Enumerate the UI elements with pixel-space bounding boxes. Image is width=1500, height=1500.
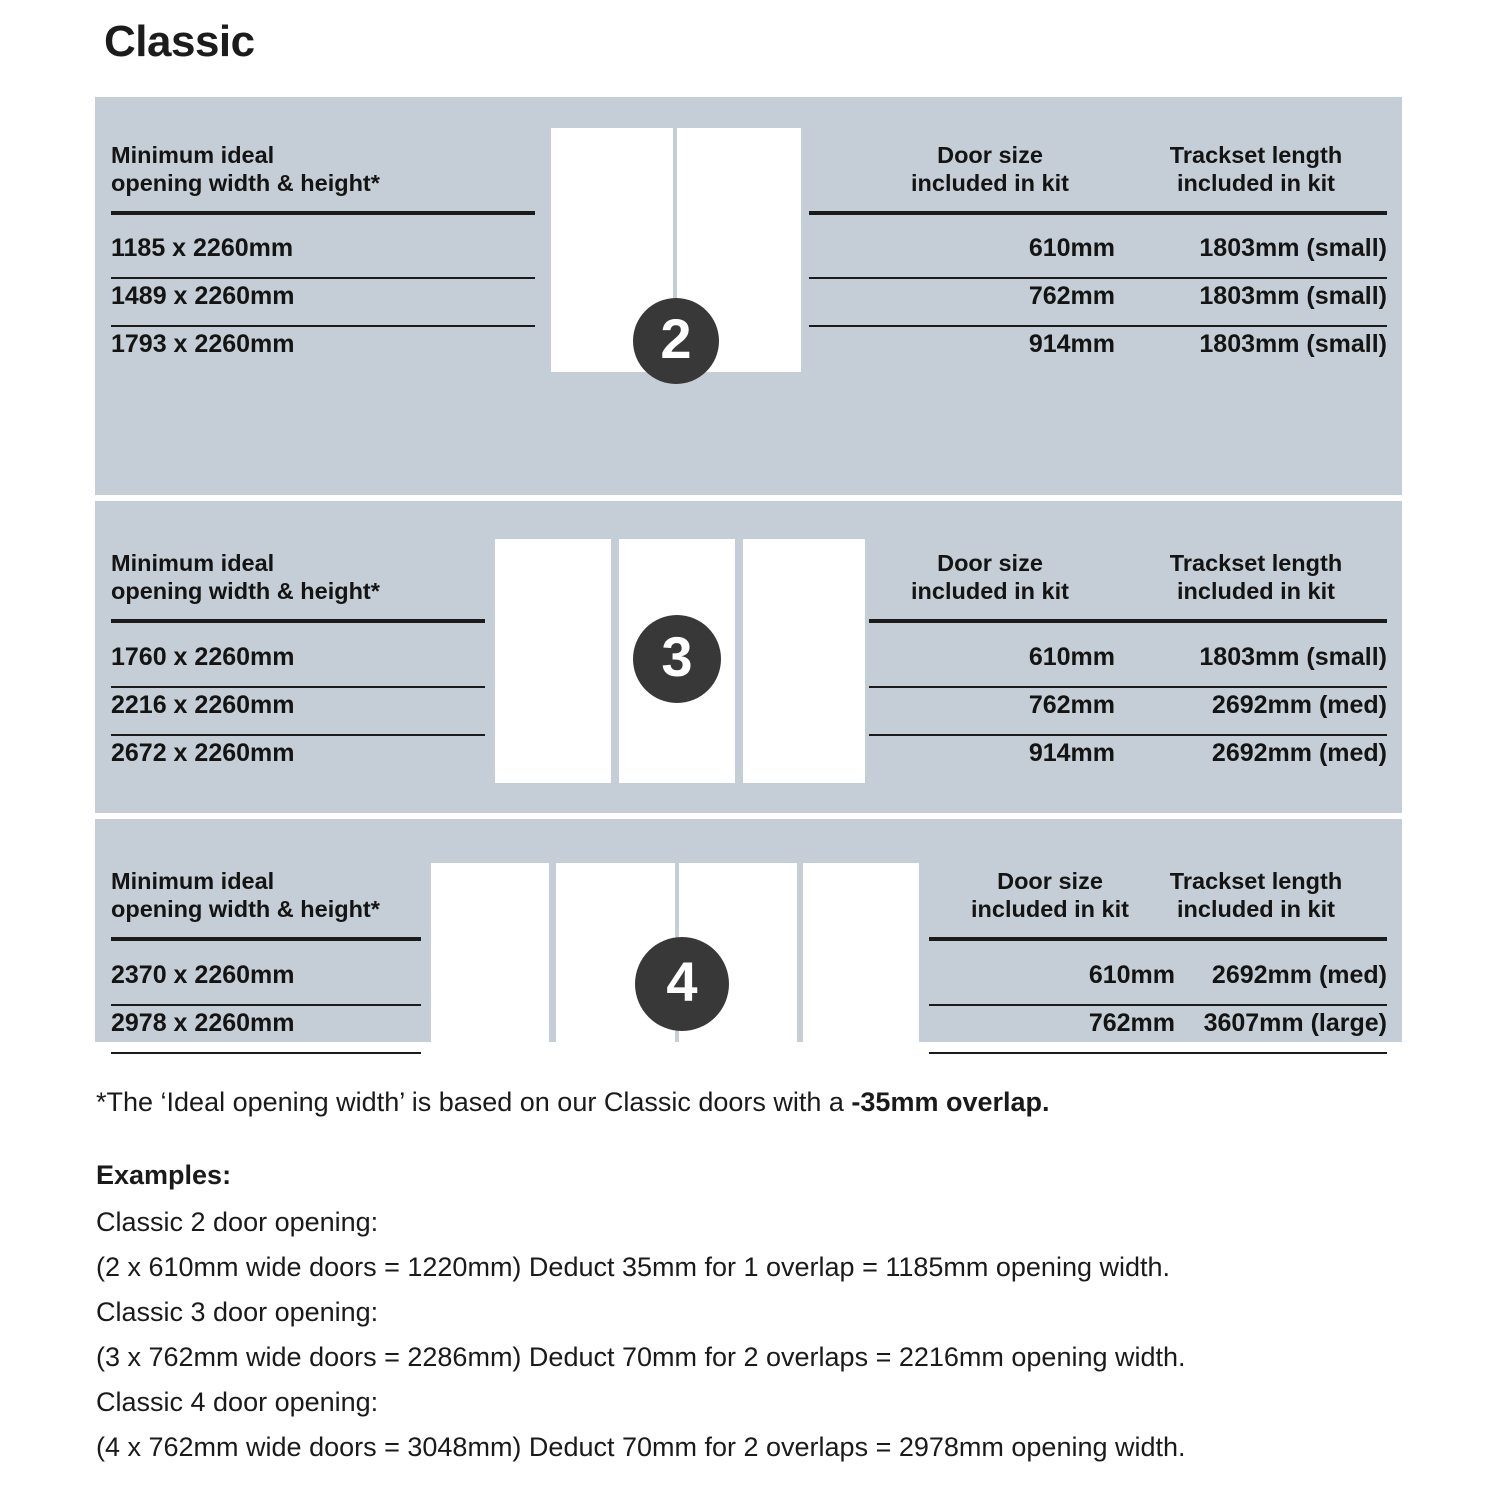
door-size-header: Door size included in kit	[971, 868, 1129, 922]
opening-size-value: 2672 x 2260mm	[111, 739, 295, 767]
section-divider-2	[95, 813, 1402, 819]
door-size-value: 914mm	[1028, 330, 1115, 358]
trackset-value: 1803mm (small)	[1199, 234, 1387, 262]
opening-size-value: 1793 x 2260mm	[111, 330, 295, 358]
spec-panel: Minimum ideal opening width & height* 11…	[95, 97, 1402, 1100]
door-panel	[495, 539, 611, 783]
door-size-value: 610mm	[1088, 961, 1175, 989]
trackset-value: 3607mm (large)	[1203, 1009, 1387, 1037]
trackset-value: 2692mm (med)	[1211, 691, 1387, 719]
section-4-door: Minimum ideal opening width & height* 23…	[95, 819, 1402, 1100]
left-rule-2	[111, 1052, 421, 1054]
door-panel	[431, 863, 549, 1100]
opening-size-value: 2978 x 2260mm	[111, 1009, 295, 1037]
trackset-value: 2692mm (med)	[1211, 961, 1387, 989]
example-line: (2 x 610mm wide doors = 1220mm) Deduct 3…	[96, 1252, 1171, 1282]
right-rule-top	[809, 211, 1387, 215]
trackset-value: 1803mm (small)	[1199, 282, 1387, 310]
trackset-header: Trackset length included in kit	[1169, 868, 1343, 922]
example-line: (4 x 762mm wide doors = 3048mm) Deduct 7…	[96, 1432, 1186, 1462]
footnote-bold: -35mm overlap.	[851, 1087, 1050, 1117]
opening-size-value: 2370 x 2260mm	[111, 961, 295, 989]
opening-size-value: 1185 x 2260mm	[111, 234, 294, 262]
left-rule-top	[111, 619, 485, 623]
trackset-header: Trackset length included in kit	[1169, 550, 1343, 604]
door-size-value: 610mm	[1028, 234, 1115, 262]
right-rule-2	[869, 734, 1387, 736]
door-size-header: Door size included in kit	[911, 142, 1069, 196]
right-rule-2	[809, 325, 1387, 327]
door-count-badge: 3	[633, 615, 721, 703]
example-line: Classic 3 door opening:	[96, 1297, 379, 1327]
door-count-badge: 4	[635, 937, 729, 1031]
example-line: (3 x 762mm wide doors = 2286mm) Deduct 7…	[96, 1342, 1186, 1372]
left-rule-1	[111, 1004, 421, 1006]
door-size-value: 762mm	[1088, 1009, 1175, 1037]
door-panel	[743, 539, 865, 783]
example-line: Classic 2 door opening:	[96, 1207, 379, 1237]
door-size-header: Door size included in kit	[911, 550, 1069, 604]
right-rule-1	[869, 686, 1387, 688]
examples-heading: Examples:	[96, 1160, 232, 1190]
section-2-door: Minimum ideal opening width & height* 11…	[95, 97, 1402, 495]
section-divider-1	[95, 495, 1402, 501]
door-count-badge: 2	[633, 298, 719, 384]
right-rule-top	[929, 937, 1387, 941]
opening-size-value: 2216 x 2260mm	[111, 691, 295, 719]
door-panel	[803, 863, 919, 1100]
trackset-header: Trackset length included in kit	[1169, 142, 1343, 196]
left-rule-2	[111, 734, 485, 736]
left-rule-2	[111, 325, 535, 327]
trackset-value: 2692mm (med)	[1211, 739, 1387, 767]
left-rule-top	[111, 937, 421, 941]
left-column-header: Minimum ideal opening width & height*	[111, 550, 380, 604]
door-size-value: 914mm	[1028, 739, 1115, 767]
trackset-value: 1803mm (small)	[1199, 643, 1387, 671]
left-rule-1	[111, 277, 535, 279]
right-rule-2	[929, 1052, 1387, 1054]
left-column-header: Minimum ideal opening width & height*	[111, 868, 380, 922]
footnote: *The ‘Ideal opening width’ is based on o…	[96, 1085, 1050, 1119]
door-size-value: 762mm	[1028, 282, 1115, 310]
trackset-value: 1803mm (small)	[1199, 330, 1387, 358]
door-size-value: 610mm	[1028, 643, 1115, 671]
example-line: Classic 4 door opening:	[96, 1387, 379, 1417]
left-rule-top	[111, 211, 535, 215]
left-column-header: Minimum ideal opening width & height*	[111, 142, 380, 196]
section-3-door: Minimum ideal opening width & height* 17…	[95, 501, 1402, 813]
right-rule-1	[809, 277, 1387, 279]
footnote-lead: *The ‘Ideal opening width’ is based on o…	[96, 1087, 852, 1117]
right-rule-1	[929, 1004, 1387, 1006]
left-rule-1	[111, 686, 485, 688]
opening-size-value: 1760 x 2260mm	[111, 643, 295, 671]
page-title: Classic	[104, 17, 255, 66]
right-rule-top	[869, 619, 1387, 623]
opening-size-value: 1489 x 2260mm	[111, 282, 295, 310]
door-size-value: 762mm	[1028, 691, 1115, 719]
